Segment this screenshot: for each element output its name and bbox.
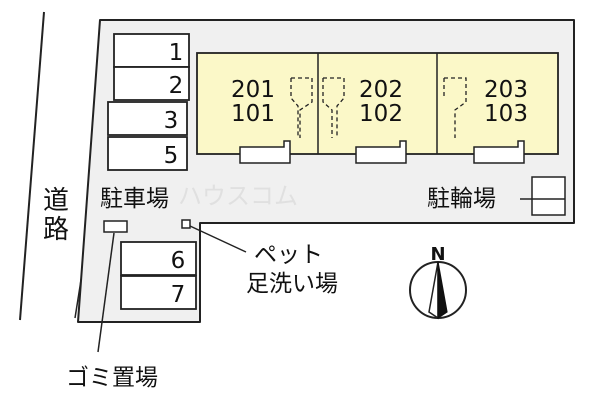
garbage-area bbox=[103, 220, 128, 233]
foot-wash-box bbox=[181, 219, 191, 229]
building-body bbox=[196, 52, 559, 155]
foot-wash-label-line2: 足洗い場 bbox=[246, 271, 338, 297]
foot-wash-leader-line bbox=[189, 225, 247, 253]
compass-needle-right bbox=[437, 261, 448, 320]
watermark: ハウスコム bbox=[178, 182, 298, 210]
garbage-leader-line bbox=[97, 232, 115, 353]
north-compass: N bbox=[409, 244, 467, 320]
parking-space-1 bbox=[113, 33, 190, 68]
stair-outline bbox=[322, 77, 345, 138]
unit-upper-label: 201 bbox=[231, 77, 275, 103]
stair-outline bbox=[443, 77, 467, 138]
unit-lower-label: 103 bbox=[484, 101, 528, 127]
parking-space-5 bbox=[107, 136, 188, 171]
compass-label: N bbox=[430, 244, 445, 265]
building: 201 101 202 102 203 103 bbox=[196, 52, 559, 164]
parking-space-label: 7 bbox=[171, 282, 186, 308]
foot-wash-label-line1: ペット bbox=[254, 242, 323, 268]
unit-lower-label: 101 bbox=[231, 101, 275, 127]
parking-space-6 bbox=[120, 241, 197, 276]
parking-label: 駐車場 bbox=[100, 186, 169, 212]
road-label-char-1: 道 bbox=[43, 186, 69, 216]
parking-upper: 1 2 3 5 bbox=[107, 33, 190, 171]
bicycle-parking-label: 駐輪場 bbox=[427, 186, 496, 212]
road-edge-line bbox=[19, 11, 45, 321]
bicycle-parking-area bbox=[531, 176, 566, 216]
unit-upper-label: 203 bbox=[484, 77, 528, 103]
entrance-step bbox=[355, 140, 407, 164]
road-label-char-2: 路 bbox=[43, 215, 69, 245]
unit-upper-label: 202 bbox=[359, 77, 403, 103]
parking-space-label: 6 bbox=[171, 248, 186, 274]
stair-outline bbox=[290, 77, 313, 138]
parking-space-label: 2 bbox=[169, 73, 184, 99]
parking-space-label: 3 bbox=[164, 108, 179, 134]
parking-lower: 6 7 bbox=[120, 241, 197, 310]
garbage-label: ゴミ置場 bbox=[66, 365, 158, 391]
parking-space-label: 1 bbox=[169, 40, 184, 66]
parking-space-label: 5 bbox=[164, 143, 179, 169]
parking-space-2 bbox=[113, 66, 190, 101]
parking-space-7 bbox=[120, 275, 197, 310]
parking-space-3 bbox=[107, 101, 188, 136]
entrance-step bbox=[239, 140, 291, 164]
entrance-step bbox=[473, 140, 525, 164]
unit-lower-label: 102 bbox=[359, 101, 403, 127]
